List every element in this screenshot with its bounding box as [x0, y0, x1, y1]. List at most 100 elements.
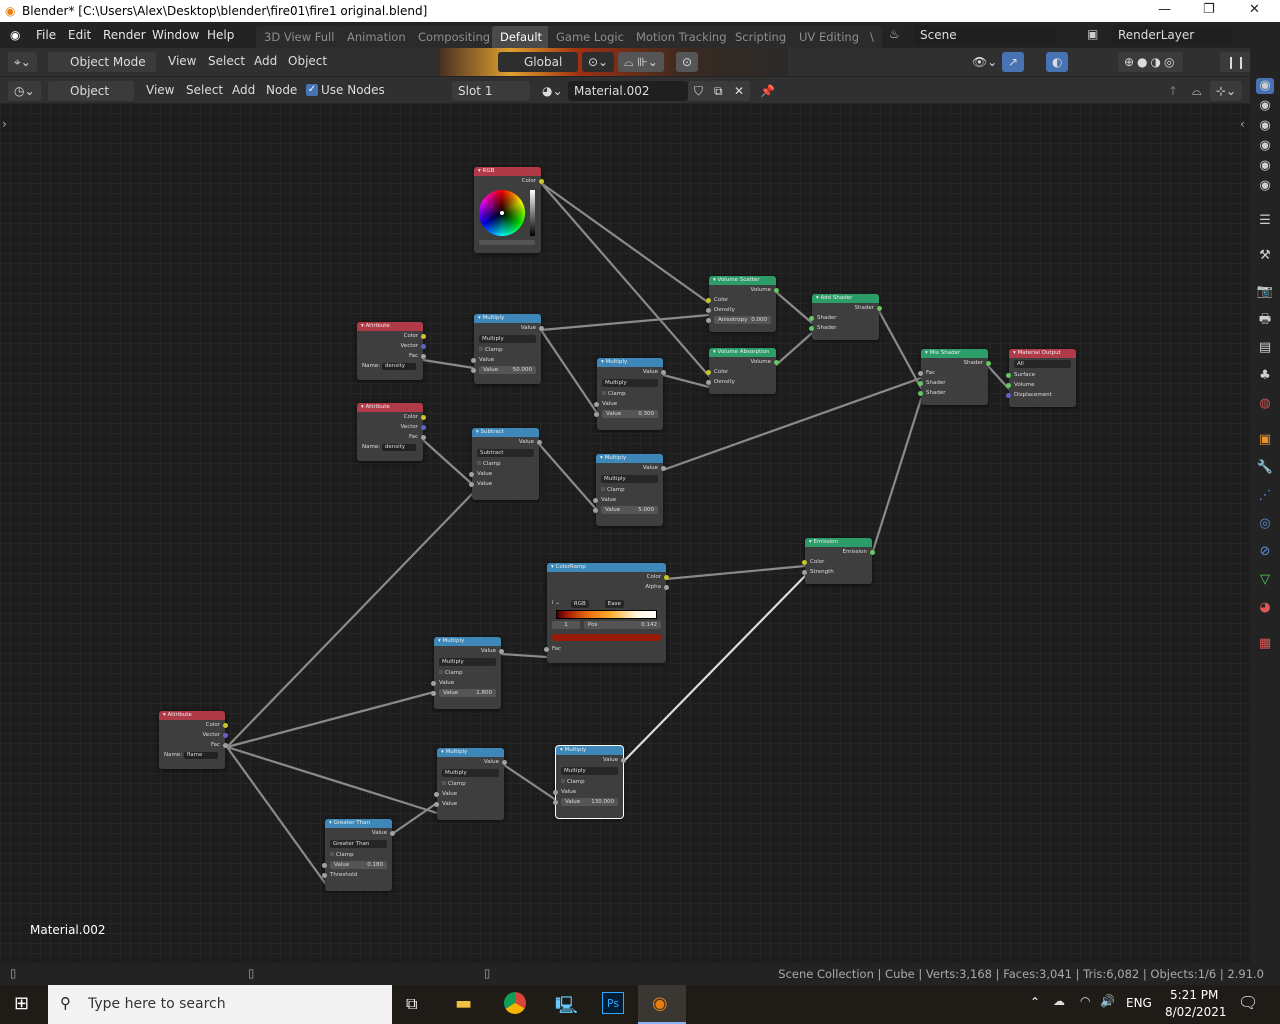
tab-compositing[interactable]: Compositing — [410, 26, 499, 48]
collapse-arrow-icon[interactable]: ▾ — [163, 712, 168, 718]
material-name-field[interactable]: Material.002 — [568, 81, 688, 101]
node-snap-icon[interactable]: ⌓ — [1192, 84, 1202, 98]
color-ramp-bar[interactable] — [556, 610, 657, 619]
chrome-icon[interactable] — [504, 992, 526, 1014]
clamp-checkbox[interactable] — [439, 670, 443, 674]
collapse-arrow-icon[interactable]: ▾ — [478, 315, 483, 321]
alpha-bar[interactable] — [479, 240, 535, 245]
add-menu[interactable]: Add — [254, 54, 278, 68]
outliner-icon[interactable]: ☰ — [1259, 213, 1271, 228]
collapse-arrow-icon[interactable]: ▾ — [478, 168, 483, 174]
float-socket-input[interactable] — [471, 358, 476, 363]
pin-icon[interactable]: 📌 — [760, 84, 775, 98]
float-socket-input[interactable] — [706, 308, 711, 313]
shader-socket-input[interactable] — [809, 316, 814, 321]
float-socket-input[interactable] — [593, 508, 598, 513]
file-explorer-icon[interactable]: ▬ — [455, 993, 473, 1014]
float-socket-input[interactable] — [431, 681, 436, 686]
node-header[interactable]: ▾ Multiply — [596, 454, 663, 463]
shader-socket-output[interactable] — [774, 288, 779, 293]
shader-socket-input[interactable] — [918, 391, 923, 396]
float-socket-input[interactable] — [469, 472, 474, 477]
node-header[interactable]: ▾ Attribute — [159, 711, 225, 720]
node-header[interactable]: ▾ Multiply — [597, 358, 663, 367]
value-slider[interactable] — [530, 190, 535, 236]
collapse-arrow-icon[interactable]: ▾ — [476, 429, 481, 435]
tab-animation[interactable]: Animation — [339, 26, 414, 48]
stop-color-swatch[interactable] — [552, 634, 661, 641]
operation-dropdown[interactable]: Subtract — [477, 449, 534, 457]
particles-icon[interactable]: ⋰ — [1258, 488, 1272, 503]
collapse-arrow-icon[interactable]: ▾ — [438, 638, 443, 644]
menu-help[interactable]: Help — [207, 28, 235, 42]
float-socket-input[interactable] — [706, 380, 711, 385]
node-header[interactable]: ▾ Subtract — [472, 428, 539, 437]
proportional-edit-icon[interactable]: ⊙ — [676, 52, 699, 72]
language-indicator[interactable]: ENG — [1126, 996, 1152, 1010]
float-socket-output[interactable] — [421, 354, 426, 359]
world-icon[interactable]: ◍ — [1259, 396, 1271, 411]
menu-file[interactable]: File — [36, 28, 57, 42]
clamp-option[interactable]: Clamp — [474, 345, 541, 355]
mode-dropdown[interactable]: Object Mode — [48, 52, 156, 72]
sidebar-expand-icon[interactable]: ‹ — [1240, 117, 1245, 131]
float-socket-output[interactable] — [664, 585, 669, 590]
color-mode-dropdown[interactable]: RGB — [570, 600, 589, 608]
float-socket-input[interactable] — [706, 318, 711, 323]
shader-socket-input[interactable] — [1006, 383, 1011, 388]
float-socket-output[interactable] — [537, 440, 542, 445]
interpolation-dropdown[interactable]: Ease — [604, 600, 624, 608]
collapse-arrow-icon[interactable]: ▾ — [560, 747, 565, 753]
parent-node-tree-icon[interactable]: ↑ — [1168, 84, 1179, 98]
data-icon[interactable]: ▽ — [1260, 572, 1270, 587]
clamp-checkbox[interactable] — [477, 461, 481, 465]
color-socket-input[interactable] — [706, 370, 711, 375]
node-header[interactable]: ▾ Emission — [805, 538, 872, 547]
float-socket-output[interactable] — [661, 370, 666, 375]
orientation-dropdown[interactable]: Global — [498, 52, 578, 72]
color-socket-output[interactable] — [223, 723, 228, 728]
clamp-option[interactable]: Clamp — [596, 485, 663, 495]
scene-props-icon[interactable]: ♣ — [1259, 368, 1271, 383]
clamp-option[interactable]: Clamp — [597, 389, 663, 399]
shader-socket-input[interactable] — [809, 326, 814, 331]
node-header[interactable]: ▾ Attribute — [357, 322, 423, 331]
menu-render[interactable]: Render — [103, 28, 146, 42]
select-menu[interactable]: Select — [208, 54, 246, 68]
node-header[interactable]: ▾ Volume Scatter — [709, 276, 776, 285]
editor-type-icon[interactable]: ⌖⌄ — [8, 52, 37, 72]
float-socket-input[interactable] — [553, 790, 558, 795]
node-header[interactable]: ▾ Material Output — [1009, 349, 1076, 358]
collapse-arrow-icon[interactable]: ▾ — [551, 564, 556, 570]
toolbar-expand-icon[interactable]: › — [2, 117, 7, 131]
node-header[interactable]: ▾ Multiply — [434, 637, 501, 646]
pause-icon[interactable]: ❙❙ — [1220, 52, 1253, 72]
float-socket-input[interactable] — [593, 498, 598, 503]
collapse-arrow-icon[interactable]: ▾ — [361, 323, 366, 329]
onedrive-icon[interactable]: ☁ — [1053, 994, 1065, 1008]
snap-element-icon[interactable]: ⊹⌄ — [1210, 81, 1243, 101]
operation-dropdown[interactable]: Multiply — [439, 658, 496, 666]
float-socket-input[interactable] — [544, 647, 549, 652]
maximize-button[interactable]: ❐ — [1203, 2, 1215, 17]
node-header[interactable]: ▾ Multiply — [474, 314, 541, 323]
shader-socket-output[interactable] — [774, 360, 779, 365]
unlink-material-icon[interactable]: ✕ — [728, 81, 751, 101]
clamp-checkbox[interactable] — [479, 347, 483, 351]
float-socket-output[interactable] — [223, 743, 228, 748]
collapse-arrow-icon[interactable]: ▾ — [1013, 350, 1018, 356]
close-button[interactable]: ✕ — [1249, 2, 1260, 17]
